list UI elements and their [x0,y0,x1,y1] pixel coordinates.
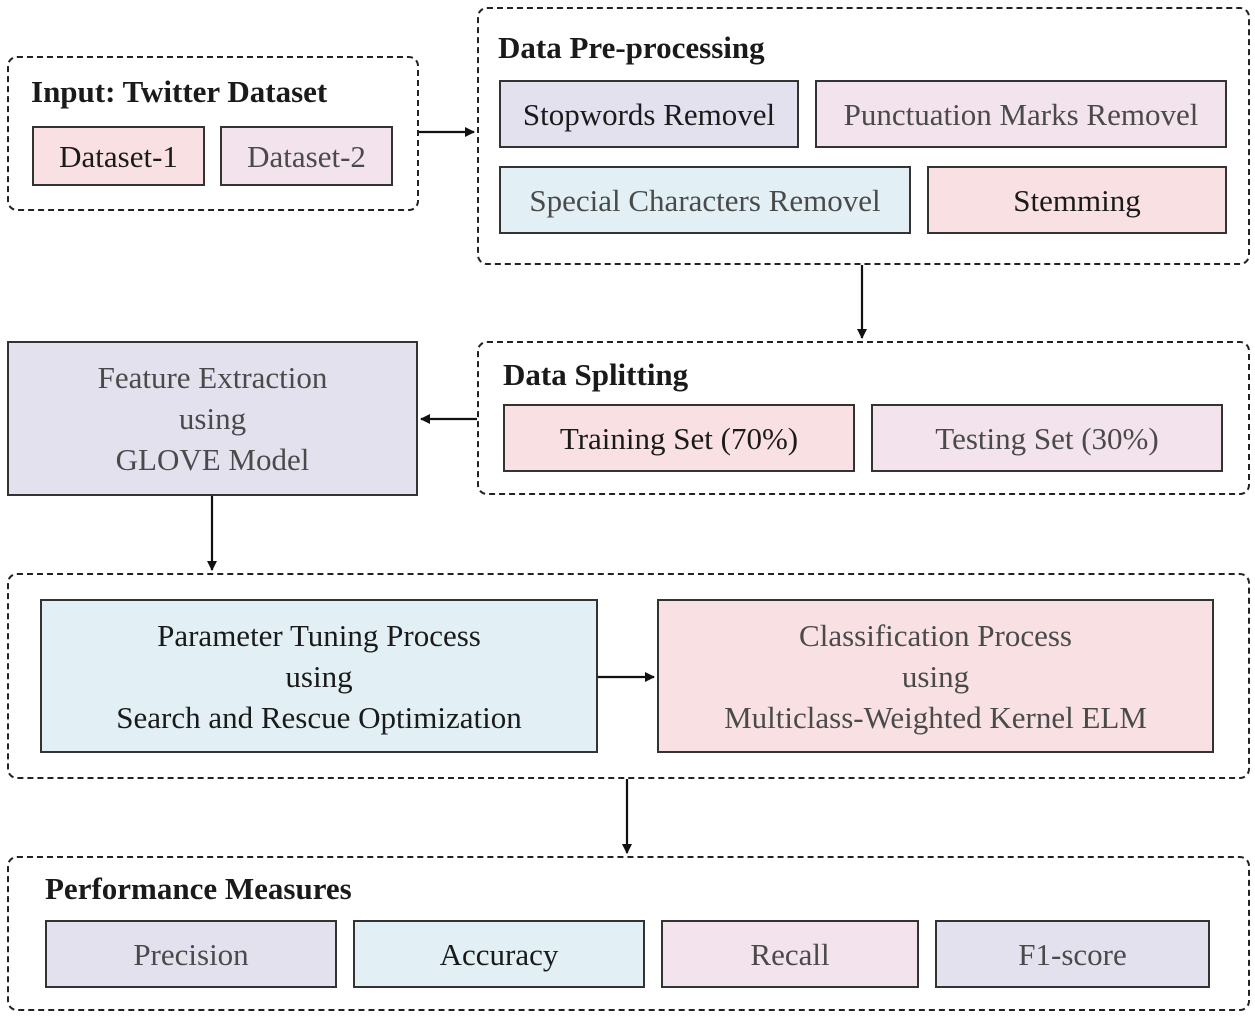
feature-extraction-box: Feature Extraction using GLOVE Model [7,341,418,496]
splitting-title: Data Splitting [503,357,689,392]
f1-score-box: F1-score [935,920,1210,988]
punctuation-box: Punctuation Marks Removel [815,80,1227,148]
tuning-line-3: Search and Rescue Optimization [116,699,522,735]
accuracy-box: Accuracy [353,920,645,988]
recall-box: Recall [661,920,919,988]
feature-line-1: Feature Extraction [97,360,328,395]
input-title: Input: Twitter Dataset [31,74,328,109]
stemming-box: Stemming [927,166,1227,234]
training-set-box: Training Set (70%) [503,404,855,472]
dataset-1-box: Dataset-1 [32,126,205,186]
input-group [7,56,419,211]
classification-box: Classification Process using Multiclass-… [657,599,1214,753]
preprocessing-title: Data Pre-processing [498,30,765,65]
tuning-line-1: Parameter Tuning Process [157,617,481,653]
dataset-2-box: Dataset-2 [220,126,393,186]
precision-box: Precision [45,920,337,988]
classification-line-3: Multiclass-Weighted Kernel ELM [724,699,1147,735]
splitting-group [477,341,1250,495]
classification-line-2: using [901,658,970,694]
stopwords-box: Stopwords Removel [499,80,799,148]
tuning-line-2: using [285,658,353,694]
classification-line-1: Classification Process [799,617,1072,653]
testing-set-box: Testing Set (30%) [871,404,1223,472]
performance-group [7,856,1250,1011]
performance-title: Performance Measures [45,871,352,906]
preprocessing-group [477,7,1250,265]
special-characters-box: Special Characters Removel [499,166,911,234]
feature-line-2: using [178,401,247,436]
feature-line-3: GLOVE Model [115,442,310,477]
model-group [7,573,1250,779]
parameter-tuning-box: Parameter Tuning Process using Search an… [40,599,598,753]
